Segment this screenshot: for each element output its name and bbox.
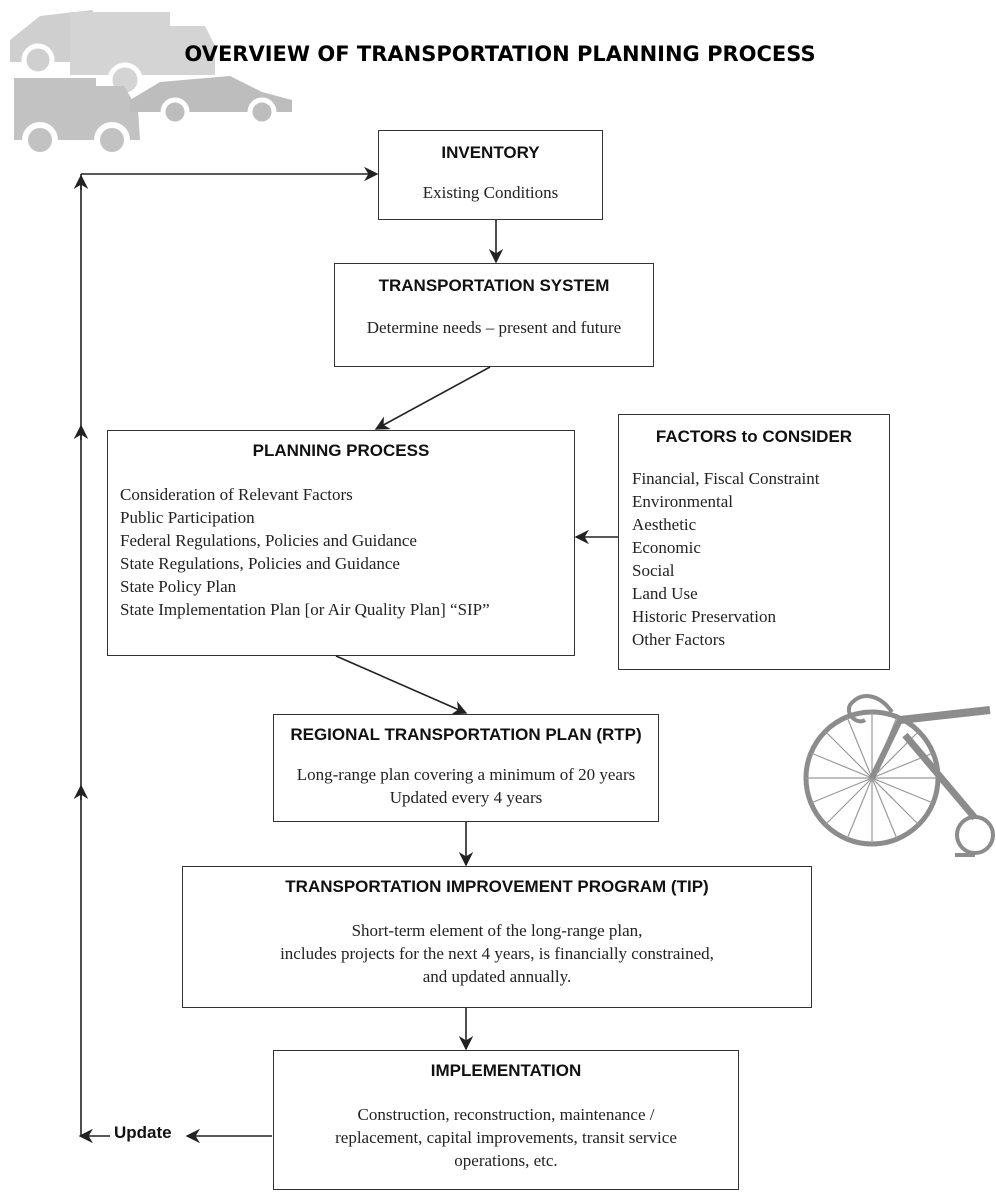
rtp-body-line: Updated every 4 years: [389, 788, 543, 807]
list-item: Land Use: [632, 584, 698, 603]
planning-process-box: PLANNING PROCESS Consideration of Releva…: [107, 430, 575, 656]
planning-process-heading: PLANNING PROCESS: [252, 441, 430, 460]
tip-body-line: includes projects for the next 4 years, …: [280, 944, 714, 963]
rtp-heading: REGIONAL TRANSPORTATION PLAN (RTP): [290, 725, 642, 744]
page-title: OVERVIEW OF TRANSPORTATION PLANNING PROC…: [184, 42, 816, 66]
tip-box: TRANSPORTATION IMPROVEMENT PROGRAM (TIP)…: [182, 866, 812, 1008]
bicycle-icon: [803, 694, 995, 857]
transportation-system-heading: TRANSPORTATION SYSTEM: [378, 276, 610, 295]
list-item: Aesthetic: [632, 515, 697, 534]
implementation-body-line: Construction, reconstruction, maintenanc…: [357, 1105, 655, 1124]
tip-body-line: and updated annually.: [422, 967, 572, 986]
list-item: Consideration of Relevant Factors: [120, 485, 353, 504]
list-item: Historic Preservation: [632, 607, 776, 626]
transportation-system-box: TRANSPORTATION SYSTEM Determine needs – …: [334, 263, 654, 367]
list-item: Economic: [632, 538, 701, 557]
list-item: Other Factors: [632, 630, 726, 649]
inventory-heading: INVENTORY: [441, 143, 540, 162]
rtp-box: REGIONAL TRANSPORTATION PLAN (RTP) Long-…: [273, 714, 659, 822]
factors-box: FACTORS to CONSIDER Financial, Fiscal Co…: [618, 414, 890, 670]
factors-heading: FACTORS to CONSIDER: [655, 427, 853, 446]
rtp-body-line: Long-range plan covering a minimum of 20…: [296, 765, 636, 784]
implementation-box: IMPLEMENTATION Construction, reconstruct…: [273, 1050, 739, 1190]
implementation-heading: IMPLEMENTATION: [430, 1061, 582, 1080]
list-item: Environmental: [632, 492, 734, 511]
implementation-body-line: operations, etc.: [454, 1151, 558, 1170]
list-item: Financial, Fiscal Constraint: [632, 469, 820, 488]
tip-heading: TRANSPORTATION IMPROVEMENT PROGRAM (TIP): [285, 877, 709, 896]
vehicles-silhouette-icon: [10, 10, 292, 158]
arrow-system-to-planning: [374, 366, 491, 430]
arrow-planning-to-rtp: [335, 655, 468, 715]
list-item: Public Participation: [120, 508, 255, 527]
inventory-body-line: Existing Conditions: [422, 183, 559, 202]
list-item: State Regulations, Policies and Guidance: [120, 554, 400, 573]
implementation-body-line: replacement, capital improvements, trans…: [335, 1128, 677, 1147]
list-item: State Implementation Plan [or Air Qualit…: [120, 600, 490, 619]
list-item: Federal Regulations, Policies and Guidan…: [120, 531, 417, 550]
update-label: Update: [114, 1123, 172, 1142]
inventory-box: INVENTORY Existing Conditions: [378, 130, 603, 220]
tip-body-line: Short-term element of the long-range pla…: [351, 921, 643, 940]
list-item: Social: [632, 561, 675, 580]
transportation-system-body-line: Determine needs – present and future: [366, 318, 622, 337]
list-item: State Policy Plan: [120, 577, 237, 596]
